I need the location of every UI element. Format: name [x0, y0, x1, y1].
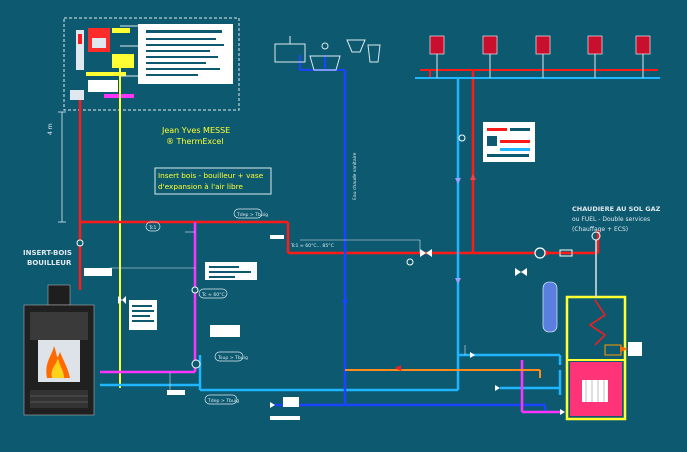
boiler-title-2: ou FUEL - Double services: [572, 216, 650, 223]
heat-exchanger: [588, 299, 607, 346]
sanitary-fixtures: [274, 36, 381, 71]
bath-icon: [309, 55, 341, 71]
flue-icon: [591, 231, 601, 241]
valves: [76, 134, 565, 415]
tag-tdep-2: Tdep > Tbuig: [207, 398, 239, 404]
temperature-tags: Tdep > Tbuig Tc1 Tc ≈ 60°C Tc1 ≈ 60°C...…: [145, 208, 334, 405]
insert-note-line-1: Insert bois - bouilleur + vase: [158, 171, 264, 180]
circulator-pump: [534, 247, 546, 259]
height-label: 4 m: [47, 123, 54, 135]
connector-lines: [110, 231, 466, 390]
boiler-unit: [542, 231, 642, 421]
expansion-vessel-detail: [63, 17, 240, 111]
burner-icon: [628, 342, 642, 356]
control-detail: [483, 122, 535, 162]
insert-note-line-2: d'expansion à l'air libre: [158, 182, 243, 191]
wood-stove: [23, 284, 95, 416]
flow-arrows: [342, 174, 551, 371]
vertical-pipe-label: Eau chaude sanitaire: [352, 152, 358, 200]
tag-tdep: Tdep > Tbuig: [236, 212, 268, 218]
boiler-title-1: CHAUDIERE AU SOL GAZ: [572, 205, 661, 213]
tag-tc-short: Tc ≈ 60°C: [201, 292, 225, 298]
filter-icon: [559, 249, 573, 257]
insert-title-2: BOUILLEUR: [27, 259, 72, 267]
insert-note-box: [154, 167, 272, 195]
tag-tsup: Tsup > Tbuig: [217, 355, 248, 361]
tag-range: Tc1 ≈ 60°C... 85°C: [290, 243, 334, 249]
radiators: [429, 35, 651, 78]
toilet-icon: [367, 44, 381, 63]
expansion-tank: [542, 281, 558, 333]
insert-title-1: INSERT-BOIS: [23, 249, 72, 257]
tag-tc1: Tc1: [148, 225, 157, 231]
author-name: Jean Yves MESSE: [161, 126, 230, 135]
washbasin-icon: [346, 39, 366, 53]
brand-name: ® ThermExcel: [166, 137, 224, 146]
boiler-title-3: (Chauffage + ECS): [572, 226, 628, 233]
